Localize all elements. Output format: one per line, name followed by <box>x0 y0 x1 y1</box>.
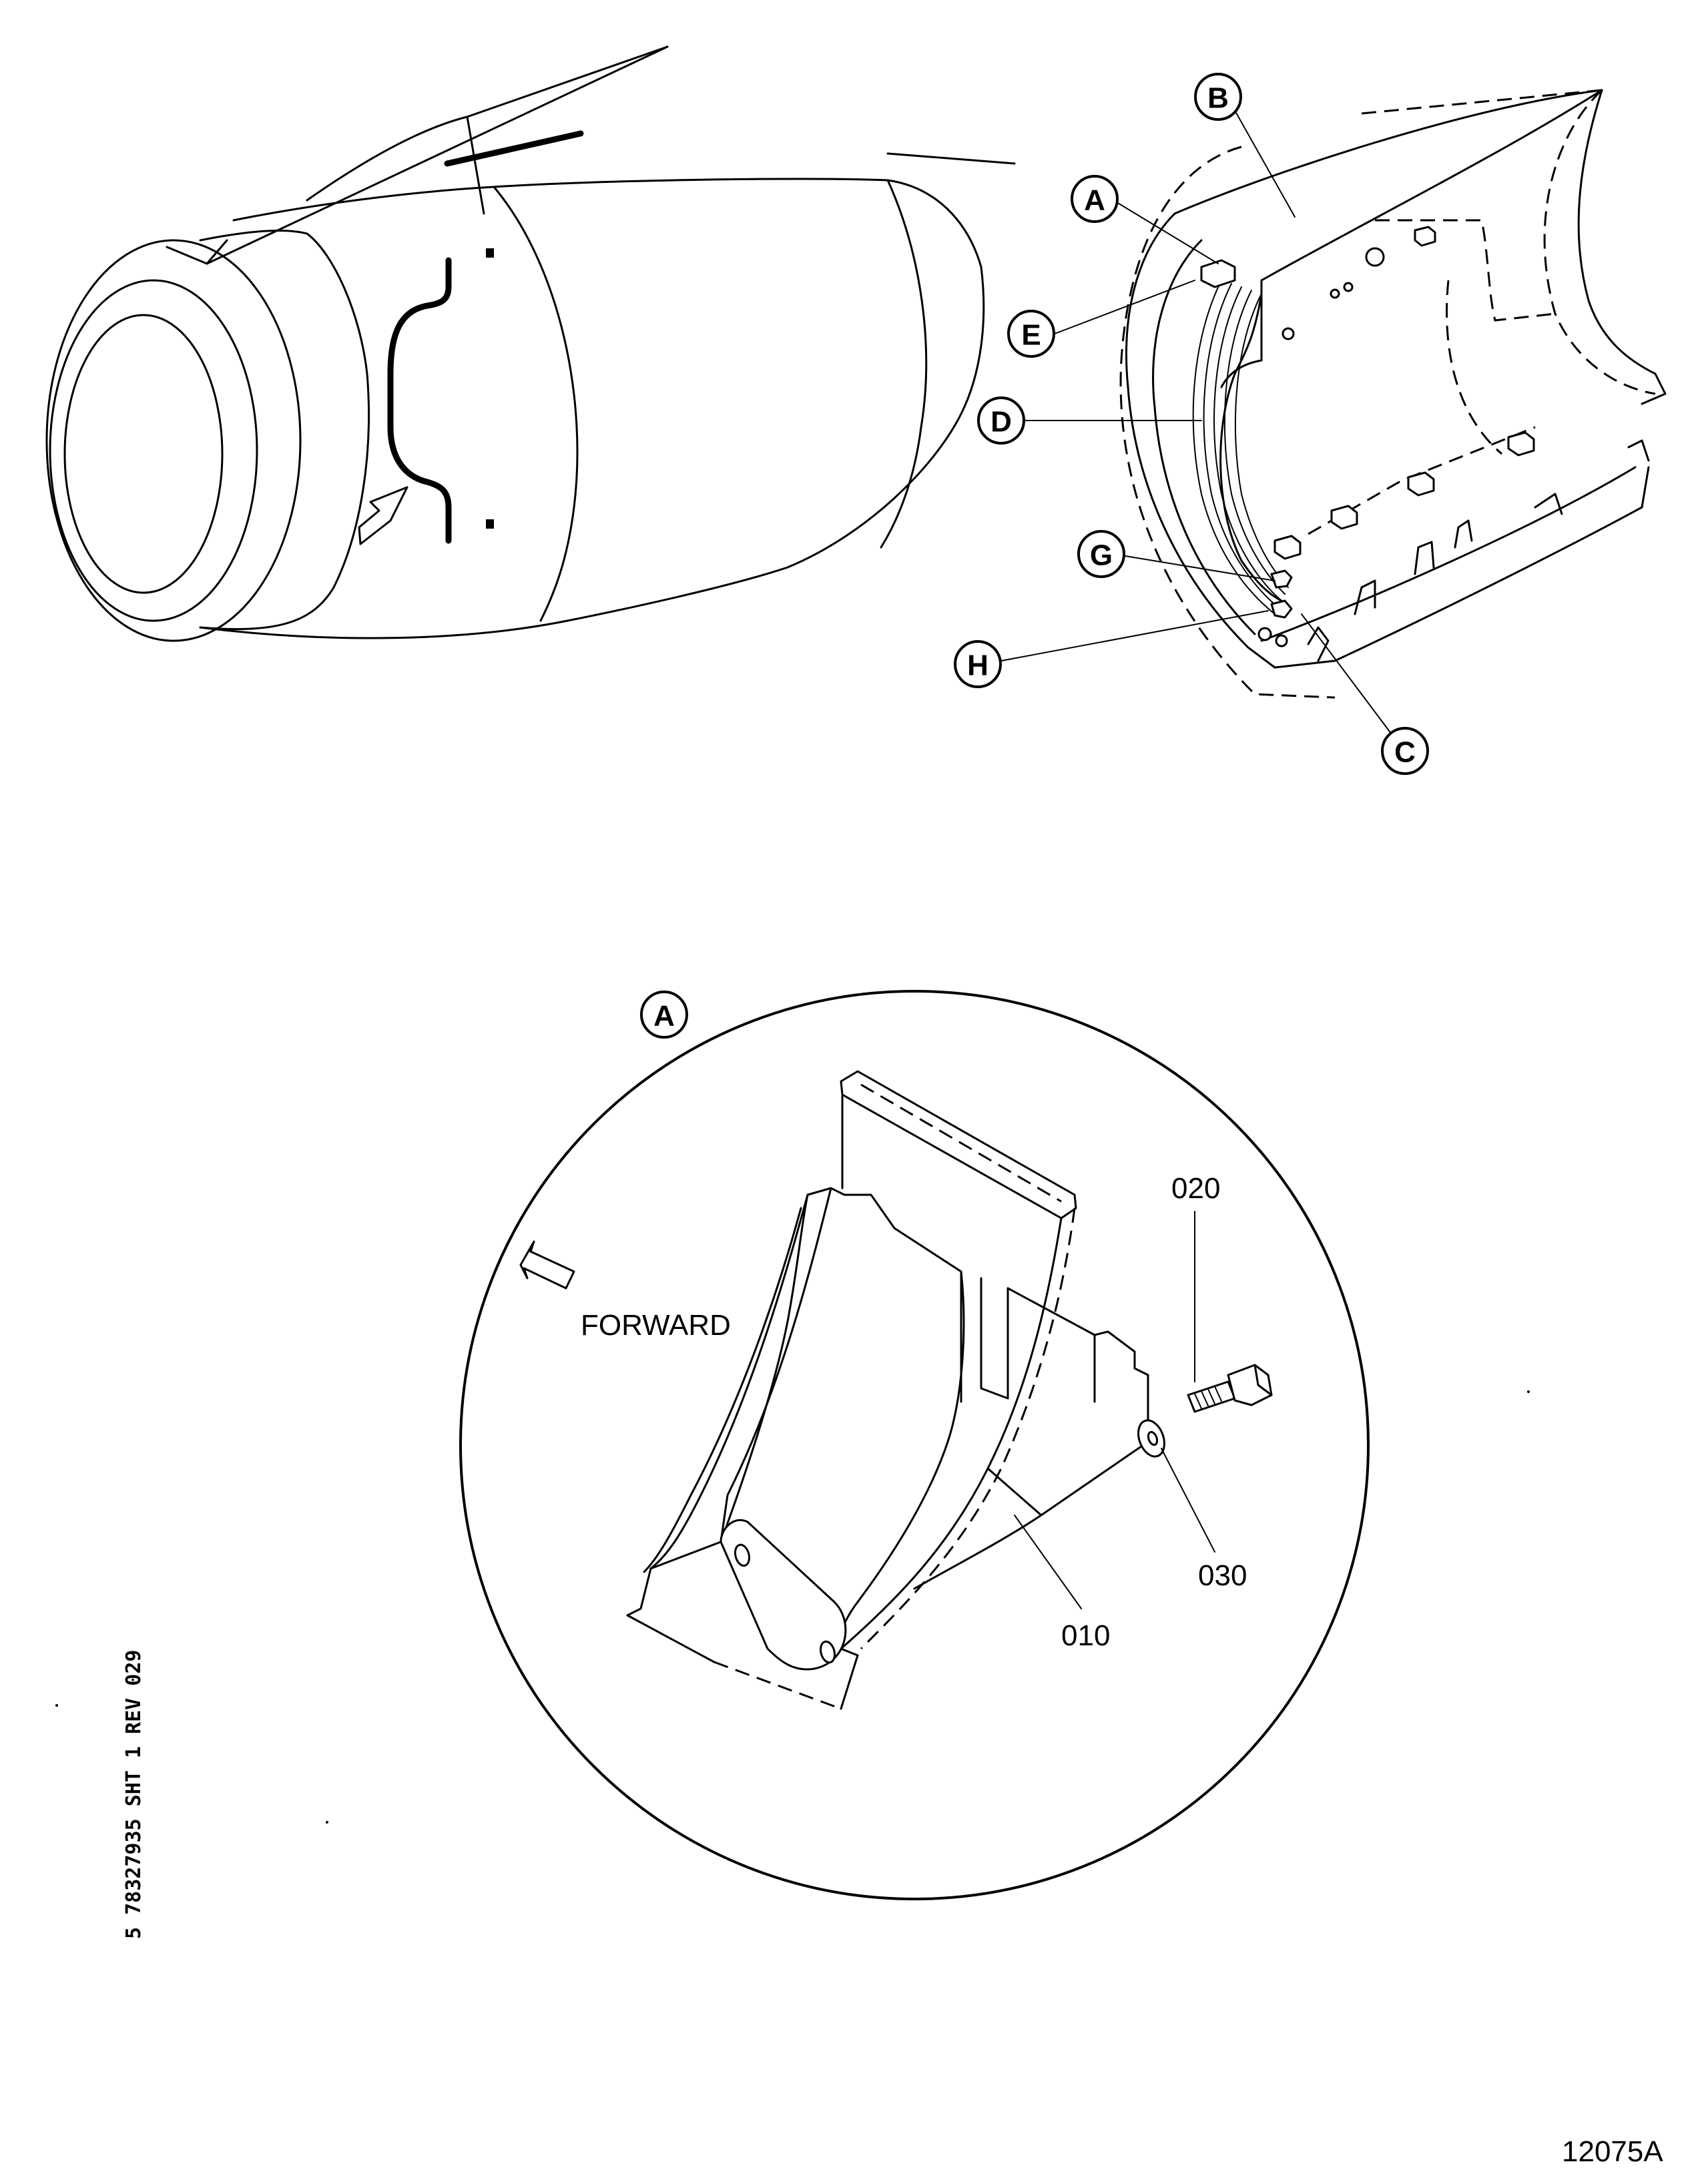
detail-a-view: A FORWARD <box>459 990 1370 1900</box>
callout-g: G <box>1077 530 1125 578</box>
bolt <box>1187 1364 1273 1413</box>
part-020-label: 020 <box>1171 1172 1220 1205</box>
callout-c: C <box>1381 727 1429 775</box>
callout-h: H <box>954 640 1002 688</box>
svg-text:A: A <box>1084 184 1105 217</box>
svg-text:D: D <box>990 406 1012 439</box>
svg-text:G: G <box>1090 539 1113 572</box>
part-010-label: 010 <box>1061 1619 1110 1652</box>
callout-d: D <box>977 396 1025 445</box>
svg-text:A: A <box>653 1000 675 1033</box>
callout-b: B <box>1194 73 1242 121</box>
washer <box>1137 1419 1165 1458</box>
svg-text:B: B <box>1207 82 1229 115</box>
figure-number: 12075A <box>1562 2135 1663 2168</box>
thrust-reverser-view: B A E D G H C <box>954 73 1667 775</box>
drawing-reference-code: 5 78327935 SHT 1 REV 029 <box>122 1650 146 1939</box>
detail-a-callout: A <box>640 991 688 1039</box>
engine-nacelle-view <box>45 45 1016 642</box>
mounting-blocks <box>1200 226 1535 647</box>
svg-text:H: H <box>967 649 988 682</box>
svg-text:C: C <box>1394 736 1416 769</box>
forward-arrow <box>519 1240 575 1290</box>
forward-label: FORWARD <box>581 1309 731 1342</box>
svg-text:E: E <box>1021 319 1041 352</box>
callout-a: A <box>1071 175 1119 223</box>
part-030-label: 030 <box>1198 1559 1247 1592</box>
fitting-bracket <box>626 1070 1149 1710</box>
view-direction-arrow <box>358 486 408 545</box>
callout-e: E <box>1007 310 1055 358</box>
detail-circle <box>459 990 1370 1900</box>
